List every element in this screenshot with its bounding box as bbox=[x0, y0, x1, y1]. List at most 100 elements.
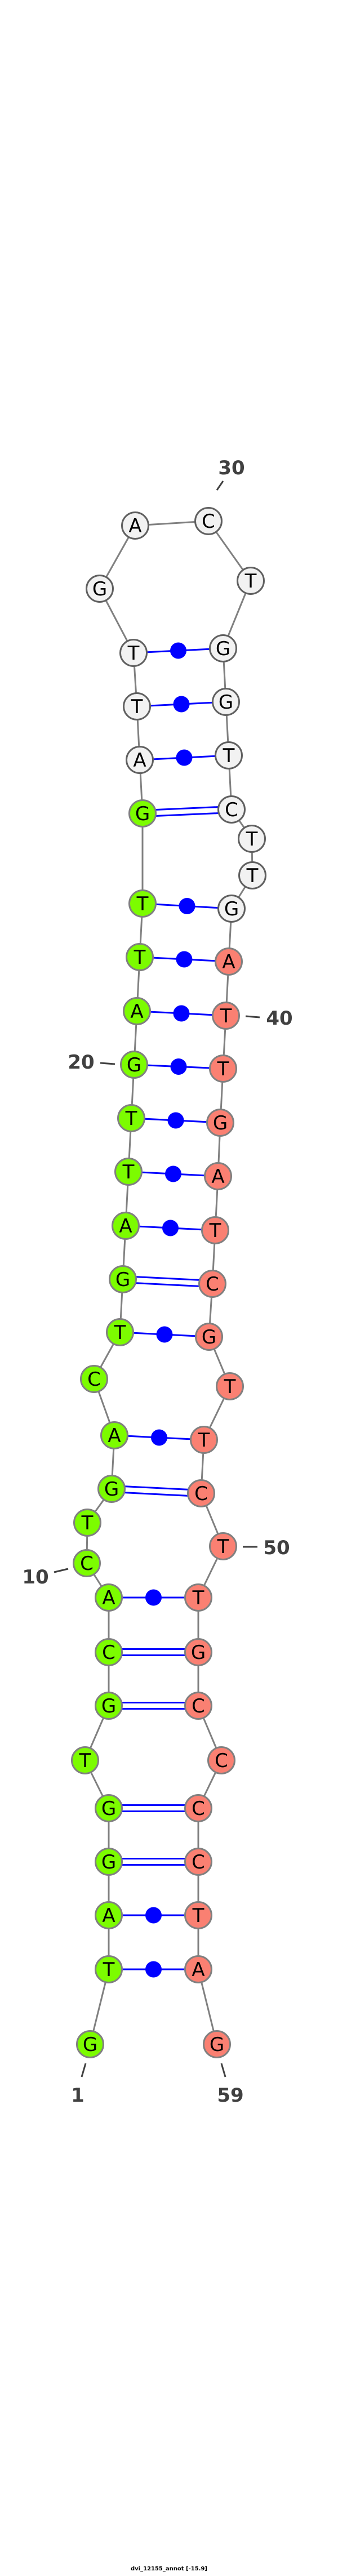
nucleotide-circle bbox=[212, 688, 240, 716]
nucleotide-letter: T bbox=[114, 1322, 126, 1344]
nucleotide-letter: C bbox=[194, 1483, 208, 1505]
nucleotide: A bbox=[204, 1162, 232, 1190]
nucleotide: C bbox=[184, 1848, 212, 1876]
nucleotide: G bbox=[128, 799, 157, 827]
base-pair bbox=[109, 1648, 198, 1656]
base-pair bbox=[131, 1112, 221, 1129]
nucleotide-circle bbox=[126, 746, 154, 774]
base-pair bbox=[128, 1165, 219, 1182]
nucleotide: T bbox=[114, 1158, 143, 1186]
nucleotide-letter: C bbox=[225, 799, 238, 821]
base-pair bbox=[109, 1702, 198, 1710]
nucleotide-letter: T bbox=[125, 1107, 137, 1130]
nucleotide: T bbox=[212, 1002, 240, 1030]
pair-dot bbox=[162, 1220, 179, 1236]
base-pair bbox=[125, 1220, 216, 1236]
nucleotide: T bbox=[126, 943, 154, 971]
nucleotide: G bbox=[95, 1848, 123, 1876]
nucleotide-letter: A bbox=[128, 515, 141, 537]
nucleotide-circle bbox=[238, 861, 266, 889]
nucleotide-letter: C bbox=[102, 1641, 115, 1664]
nucleotide-circle bbox=[215, 947, 243, 976]
nucleotide-circle bbox=[95, 1638, 123, 1666]
nucleotide-letter: T bbox=[192, 1905, 204, 1927]
nucleotide-letter: T bbox=[134, 946, 146, 969]
pair-dot bbox=[179, 898, 195, 914]
nucleotide: T bbox=[95, 1955, 123, 1983]
nucleotide: A bbox=[215, 947, 243, 976]
nucleotide: A bbox=[100, 1421, 128, 1449]
nucleotide: T bbox=[209, 1532, 237, 1560]
structure-caption: dvi_12155_annot [-15.9] bbox=[131, 2566, 207, 2572]
nucleotide-circle bbox=[209, 634, 237, 662]
nucleotide: C bbox=[184, 1692, 212, 1720]
nucleotide: A bbox=[112, 1212, 140, 1240]
nucleotide-letter: T bbox=[127, 642, 140, 665]
nucleotide: G bbox=[217, 895, 246, 923]
base-pair bbox=[122, 1275, 213, 1288]
nucleotide-letter: A bbox=[102, 1905, 115, 1927]
position-label: 40 bbox=[245, 1007, 293, 1030]
nucleotide: T bbox=[106, 1318, 134, 1346]
position-number: 1 bbox=[71, 2084, 84, 2107]
pair-dot bbox=[173, 696, 190, 713]
nucleotide-letter: C bbox=[192, 1695, 205, 1718]
nucleotide: C bbox=[73, 1549, 101, 1577]
nucleotide-circle bbox=[184, 1848, 212, 1876]
nucleotide-letter: C bbox=[192, 1851, 205, 1874]
pair-dot bbox=[145, 1961, 162, 1978]
nucleotide-circle bbox=[106, 1318, 134, 1346]
nucleotide-circle bbox=[100, 1421, 128, 1449]
nucleotide: G bbox=[212, 688, 240, 716]
nucleotide-circle bbox=[201, 1216, 229, 1244]
nucleotide: G bbox=[95, 1794, 123, 1822]
nucleotide-letter: G bbox=[135, 803, 150, 825]
pair-dot bbox=[173, 1005, 190, 1022]
nucleotide-letter: G bbox=[202, 1326, 216, 1349]
pair-dot bbox=[176, 951, 193, 968]
nucleotide: G bbox=[184, 1638, 212, 1666]
nucleotide: G bbox=[95, 1692, 123, 1720]
base-pair bbox=[114, 1429, 204, 1446]
nucleotide: A bbox=[95, 1583, 123, 1612]
nucleotide-circle bbox=[238, 825, 266, 853]
nucleotide: C bbox=[184, 1794, 212, 1822]
nucleotide-circle bbox=[128, 799, 157, 827]
nucleotide-letter: C bbox=[80, 1552, 94, 1575]
position-number: 40 bbox=[266, 1007, 292, 1030]
base-pair bbox=[139, 951, 229, 968]
nucleotide: C bbox=[217, 795, 246, 824]
position-tick bbox=[245, 1015, 260, 1018]
nucleotide-circle bbox=[117, 1104, 145, 1132]
nucleotide-circle bbox=[119, 639, 148, 667]
nucleotide-letter: G bbox=[210, 2034, 224, 2056]
pair-dot bbox=[167, 1112, 184, 1129]
nucleotide-circle bbox=[184, 1692, 212, 1720]
nucleotide-letter: A bbox=[119, 1215, 132, 1238]
nucleotide-circle bbox=[95, 1794, 123, 1822]
position-number: 59 bbox=[217, 2084, 243, 2107]
nucleotide-circle bbox=[80, 1365, 108, 1393]
nucleotide-letter: T bbox=[223, 745, 235, 767]
nucleotide-letter: T bbox=[220, 1005, 232, 1027]
nucleotide-circle bbox=[109, 1265, 137, 1293]
nucleotide-letter: T bbox=[122, 1161, 135, 1184]
nucleotide-circle bbox=[128, 889, 157, 918]
pair-dot bbox=[145, 1589, 162, 1606]
nucleotide-circle bbox=[217, 895, 246, 923]
base-pair bbox=[136, 1005, 226, 1022]
pair-dot bbox=[165, 1165, 181, 1182]
position-number: 30 bbox=[218, 457, 244, 479]
pair-dot bbox=[170, 642, 186, 659]
nucleotide-circle bbox=[123, 997, 151, 1025]
nucleotide: T bbox=[71, 1746, 99, 1774]
nucleotide: A bbox=[184, 1955, 212, 1983]
nucleotide-circle bbox=[212, 1002, 240, 1030]
nucleotide-circle bbox=[187, 1479, 215, 1507]
nucleotide: A bbox=[95, 1901, 123, 1929]
nucleotide-letter: T bbox=[79, 1750, 91, 1772]
nucleotide: G bbox=[209, 634, 237, 662]
